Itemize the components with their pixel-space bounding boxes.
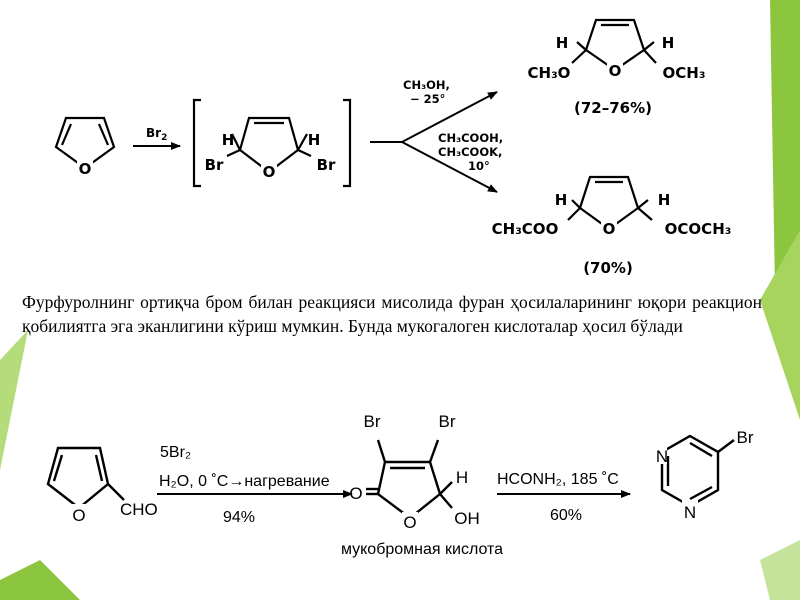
intermediate-h-right: H (308, 131, 321, 149)
mucobromic-h: H (456, 468, 468, 487)
furan-oxygen: O (79, 160, 92, 178)
intermediate-br-right: Br (317, 156, 336, 174)
product-dimethoxy-ring (571, 18, 657, 72)
mucobromic-ring-oxygen: O (403, 513, 416, 532)
mucobromic-br-left: Br (364, 412, 381, 431)
intermediate-oxygen: O (263, 163, 276, 181)
bromopyrimidine-structure (660, 434, 735, 508)
upper-conditions-line1: CH₃OH, (403, 78, 450, 92)
bracket-right (343, 98, 352, 188)
mucobromic-acid-name: мукобромная кислота (341, 541, 503, 558)
reagent-br2: Br2 (146, 126, 167, 143)
furfural-structure (46, 446, 125, 510)
furfural-oxygen: O (72, 506, 85, 525)
step2-reagent: HCONH₂, 185 ˚C (497, 471, 619, 488)
step1-conditions: H₂O, 0 ˚C→нагревание (159, 473, 330, 490)
step1-reagent: 5Br₂ (160, 444, 191, 461)
mucobromic-br-right: Br (439, 412, 456, 431)
product1-h-left: H (556, 34, 569, 52)
product2-h-right: H (658, 191, 671, 209)
product1-left-group: CH₃O (528, 64, 571, 82)
product1-yield: (72–76%) (574, 99, 652, 117)
dibromo-intermediate-ring (226, 116, 312, 174)
lower-conditions-line2: CH₃COOK, (438, 145, 502, 159)
product1-h-right: H (662, 34, 675, 52)
pyrimidine-br: Br (737, 428, 754, 447)
decor-green-left (0, 330, 28, 470)
pyrimidine-n-top: N (656, 447, 668, 466)
furan-structure (54, 116, 116, 170)
mucobromic-oh: OH (454, 509, 480, 528)
lower-conditions-line1: CH₃COOH, (438, 131, 503, 145)
reaction-furan-bromination: O Br2 O H H Br Br CH₃OH, − 25° CH₃COOH, … (54, 18, 732, 277)
arrow-upper (401, 91, 498, 143)
decor-green-bottom-right (760, 540, 800, 600)
intermediate-h-left: H (222, 131, 235, 149)
arrow-lower (401, 141, 498, 193)
decor-green-bottom (0, 560, 80, 600)
mucobromic-carbonyl-oxygen: O (349, 484, 362, 503)
product2-yield: (70%) (583, 259, 633, 277)
description-paragraph: Фурфуролнинг ортиқча бром билан реакцияс… (22, 292, 762, 336)
product1-right-group: OCH₃ (663, 64, 706, 82)
step2-yield: 60% (550, 507, 582, 524)
product1-oxygen: O (609, 62, 622, 80)
decor-green-right-mid (760, 230, 800, 420)
reaction-furfural-to-bromopyrimidine: O CHO 5Br₂ H₂O, 0 ˚C→нагревание 94% O O … (46, 412, 754, 558)
mucobromic-acid-structure (366, 439, 453, 520)
step1-yield: 94% (223, 509, 255, 526)
product-diacetoxy-ring (567, 175, 653, 231)
lower-conditions-line3: 10° (468, 159, 490, 173)
intermediate-br-left: Br (205, 156, 224, 174)
upper-conditions-line2: − 25° (410, 92, 445, 106)
product2-h-left: H (555, 191, 568, 209)
product2-oxygen: O (603, 220, 616, 238)
pyrimidine-n-bottom: N (684, 503, 696, 522)
product2-left-group: CH₃COO (492, 220, 559, 238)
bracket-left (192, 98, 201, 188)
furfural-cho: CHO (120, 500, 158, 519)
product2-right-group: OCOCH₃ (665, 220, 732, 238)
